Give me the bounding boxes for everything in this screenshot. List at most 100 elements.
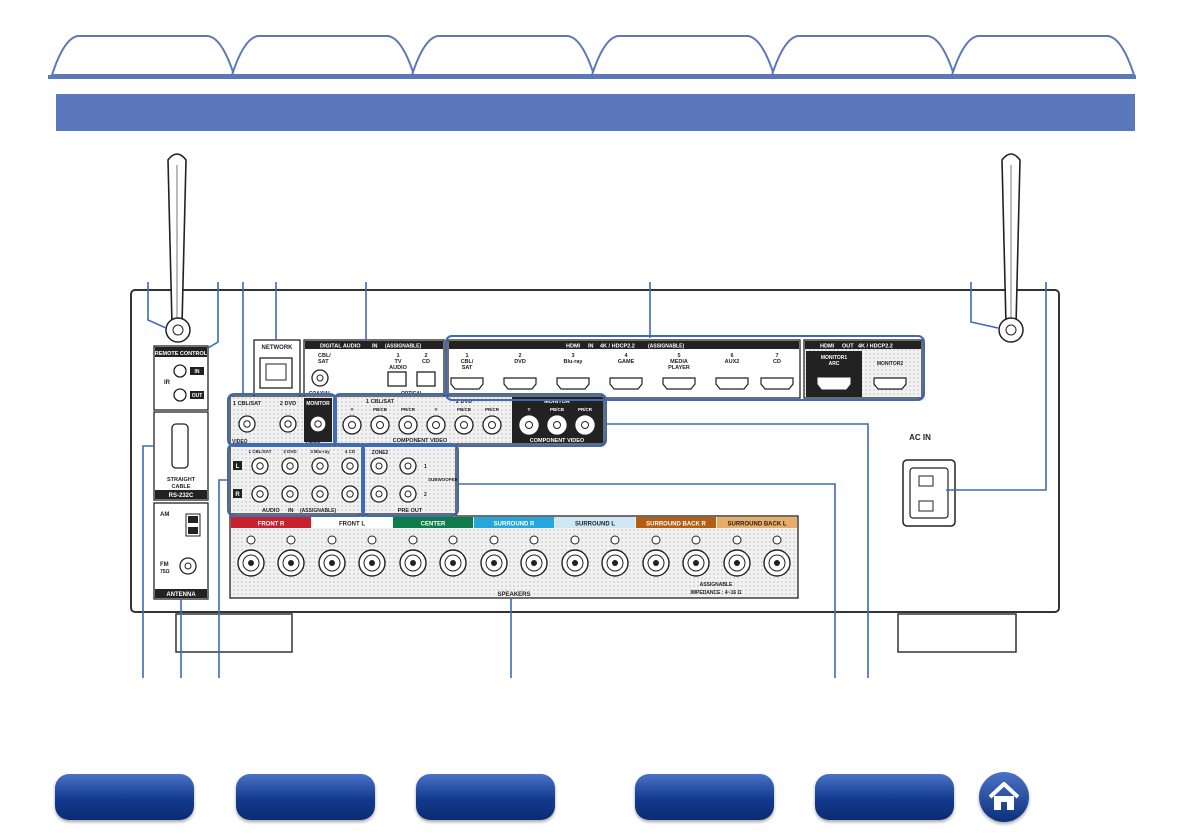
audio-r-jack-4-center — [346, 490, 354, 498]
tab-5[interactable] — [770, 35, 956, 76]
speaker-polarity-7-1 — [732, 535, 742, 545]
video-in-2-jack-center — [284, 420, 292, 428]
speaker-polarity-6-2 — [691, 535, 701, 545]
video-jacks — [238, 415, 327, 433]
digital-audio-assignable: (ASSIGNABLE) — [385, 344, 421, 350]
ir-out-jack[interactable] — [173, 388, 187, 402]
hdmi-in-port-2[interactable] — [503, 377, 537, 390]
component-in-label: COMPONENT VIDEO — [393, 438, 448, 444]
component-jack-center-8 — [553, 421, 561, 429]
hdmi-in-port-7[interactable] — [760, 377, 794, 390]
optical-2-jack[interactable] — [416, 371, 436, 387]
rs232c-label: RS-232C — [169, 493, 194, 499]
hdmi-in-num-2: 2 — [518, 353, 521, 359]
rs232c-port[interactable] — [171, 423, 189, 469]
digital-audio-label: DIGITAL AUDIO — [320, 344, 361, 350]
hdmi-monitor2-port[interactable] — [873, 377, 907, 390]
audio-r-jack-2-center — [286, 490, 294, 498]
network-port[interactable] — [259, 357, 293, 389]
speaker-terminal-hole-3-1 — [410, 560, 416, 566]
audio-r-jack-3-center — [316, 490, 324, 498]
hdmi-in-spec: 4K / HDCP2.2 — [600, 344, 635, 350]
component-jack-center-6 — [488, 421, 496, 429]
tab-2[interactable] — [230, 35, 416, 76]
tab-3[interactable] — [410, 35, 596, 76]
optical-1-jack[interactable] — [387, 371, 407, 387]
nav-button-1[interactable] — [55, 774, 194, 820]
video-in-label: VIDEO — [232, 439, 248, 445]
nav-button-5[interactable] — [815, 774, 954, 820]
component-jack-label-9: PR/CR — [578, 407, 593, 412]
hdmi-in-name-6: AUX2 — [725, 359, 740, 365]
hdmi-in-num-4: 4 — [624, 353, 628, 359]
pre-out-label: PRE OUT — [398, 508, 423, 514]
tab-6[interactable] — [950, 35, 1136, 76]
network-label: NETWORK — [262, 345, 294, 351]
speakers-label: SPEAKERS — [497, 592, 530, 598]
home-button[interactable] — [979, 772, 1029, 822]
speaker-terminal-hole-2-2 — [369, 560, 375, 566]
hdmi-in-port-6[interactable] — [715, 377, 749, 390]
hdmi-in-port-1[interactable] — [450, 377, 484, 390]
optical1-tv: TV — [394, 359, 401, 365]
nav-button-2[interactable] — [236, 774, 375, 820]
audio-assignable: (ASSIGNABLE) — [300, 508, 336, 514]
hdmi-in-port-5[interactable] — [662, 377, 696, 390]
hdmi-in-num-6: 6 — [730, 353, 733, 359]
optical2-cd: CD — [422, 359, 430, 365]
speaker-group-bar-3 — [393, 517, 473, 528]
speaker-polarity-2-2 — [367, 535, 377, 545]
hdmi-monitor1-port[interactable] — [817, 377, 851, 390]
video-label-3: MONITOR — [306, 401, 330, 407]
ir-out-label: OUT — [192, 393, 203, 399]
speaker-group-bar-1 — [231, 517, 311, 528]
antenna-left — [165, 153, 191, 343]
hdmi-in-num-3: 3 — [571, 353, 574, 359]
component-jack-center-4 — [432, 421, 440, 429]
tab-bar — [48, 30, 1136, 78]
impedance-label: IMPEDANCE : 4~16 Ω — [690, 590, 741, 596]
speaker-group-label-5: SURROUND L — [575, 522, 615, 528]
ir-in-jack[interactable] — [173, 364, 187, 378]
tab-4[interactable] — [590, 35, 776, 76]
subwoofer-label: SUBWOOFER — [428, 477, 458, 482]
ir-label: IR — [164, 380, 171, 386]
component-group-2: 2 DVD — [456, 399, 472, 405]
speaker-polarity-1-1 — [246, 535, 256, 545]
fm-label: FM — [160, 562, 169, 568]
digital-audio-block — [303, 339, 445, 399]
speaker-terminal-hole-7-1 — [734, 560, 740, 566]
speaker-terminal-hole-4-2 — [531, 560, 537, 566]
hdmi-out-title: HDMI — [820, 344, 835, 350]
audio-input-label-1: 1 CBL/SAT — [249, 449, 272, 454]
callout-frames — [227, 335, 925, 517]
hdmi-in-port-4[interactable] — [609, 377, 643, 390]
speaker-polarity-4-2 — [529, 535, 539, 545]
component-jack-center-2 — [376, 421, 384, 429]
pre-out-block — [363, 445, 457, 515]
speaker-group-bar-4 — [474, 517, 554, 528]
speaker-terminal-hole-6-2 — [693, 560, 699, 566]
tab-1[interactable] — [50, 35, 236, 76]
ac-in-label: AC IN — [909, 433, 931, 442]
foot-right — [897, 613, 1017, 653]
audio-r-jack-1-center — [256, 490, 264, 498]
hdmi-in-name-1: SAT — [462, 365, 473, 371]
speaker-polarity-3-1 — [408, 535, 418, 545]
speaker-group-bar-7 — [717, 517, 797, 528]
component-jack-center-1 — [348, 421, 356, 429]
nav-button-3[interactable] — [416, 774, 555, 820]
hdmi-in-port-3[interactable] — [556, 377, 590, 390]
audio-label: AUDIO — [262, 508, 280, 514]
component-monitor: MONITOR — [544, 399, 570, 405]
speaker-terminal-hole-1-1 — [248, 560, 254, 566]
nav-button-4[interactable] — [635, 774, 774, 820]
hdmi-out-badge: OUT — [842, 344, 854, 350]
video-label-1: 1 CBL/SAT — [233, 401, 262, 407]
tab-underline — [48, 75, 1136, 79]
am-label: AM — [160, 512, 169, 518]
remote-control-label: REMOTE CONTROL — [155, 351, 208, 357]
coax-label-2: SAT — [318, 359, 329, 365]
audio-input-label-2: 2 DVD — [283, 449, 297, 454]
speaker-polarity-5-1 — [570, 535, 580, 545]
